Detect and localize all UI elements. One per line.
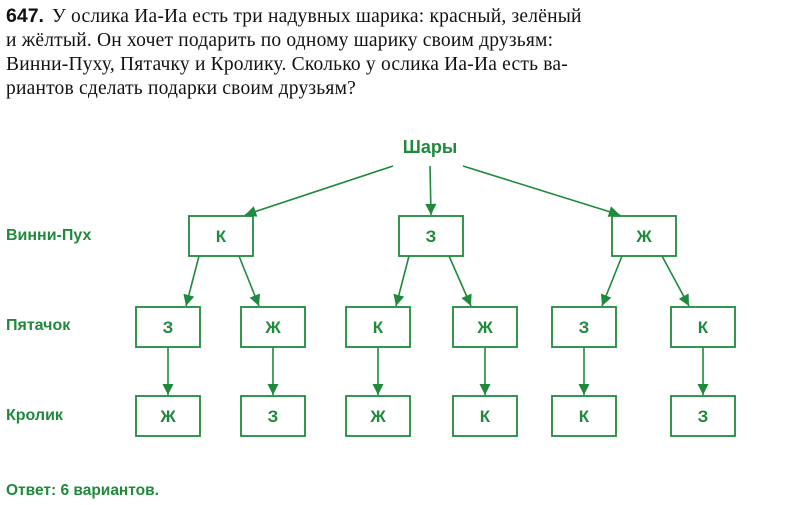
node-l2-2-label: Ж bbox=[264, 318, 281, 337]
node-l1-2-box bbox=[398, 215, 464, 257]
tree-edges bbox=[162, 165, 709, 395]
node-l3-4-box bbox=[452, 395, 518, 437]
node-l3-2-box bbox=[240, 395, 306, 437]
problem-line-3: Винни-Пуху, Пятачку и Кролику. Сколько у… bbox=[6, 54, 568, 75]
node-l3-2-label: З bbox=[268, 407, 279, 426]
edge-l1-3-to-l2-5 bbox=[600, 255, 623, 307]
node-l2-6-box bbox=[670, 306, 736, 348]
node-l2-1: З bbox=[135, 306, 201, 348]
level-label-3: Кролик bbox=[6, 407, 64, 424]
edge-l1-1-to-l2-1 bbox=[183, 255, 200, 307]
node-l2-3: К bbox=[345, 306, 411, 348]
node-l2-3-label: К bbox=[373, 318, 384, 337]
node-l1-3-box bbox=[611, 215, 677, 257]
node-l2-4-box bbox=[452, 306, 518, 348]
node-l3-5-label: К bbox=[579, 407, 590, 426]
node-l3-6: З bbox=[670, 395, 736, 437]
node-l3-1: Ж bbox=[135, 395, 201, 437]
node-l3-5: К bbox=[551, 395, 617, 437]
answer-text: Ответ: 6 вариантов. bbox=[6, 482, 159, 499]
node-l3-3: Ж bbox=[345, 395, 411, 437]
node-l1-2: З bbox=[398, 215, 464, 257]
node-l2-5: З bbox=[551, 306, 617, 348]
node-l1-1-label: К bbox=[216, 227, 227, 246]
level-label-2: Пятачок bbox=[6, 317, 71, 334]
node-l2-2-box bbox=[240, 306, 306, 348]
edge-root-to-l1-3 bbox=[462, 165, 621, 218]
node-l2-3-box bbox=[345, 306, 411, 348]
node-l3-1-box bbox=[135, 395, 201, 437]
node-l3-2: З bbox=[240, 395, 306, 437]
node-l3-4-label: К bbox=[480, 407, 491, 426]
node-l1-3-label: Ж bbox=[635, 227, 652, 246]
node-l3-3-label: Ж bbox=[369, 407, 386, 426]
node-l3-6-label: З bbox=[698, 407, 709, 426]
problem-text: 647.У ослика Иа-Иа есть три надувных шар… bbox=[6, 4, 792, 101]
problem-line-2: и жёлтый. Он хочет подарить по одному ша… bbox=[6, 30, 554, 51]
problem-line-4: риантов сделать подарки своим друзьям? bbox=[6, 78, 356, 99]
node-l3-1-label: Ж bbox=[159, 407, 176, 426]
edge-l1-2-to-l2-3 bbox=[393, 255, 410, 307]
edge-l1-3-to-l2-6 bbox=[661, 255, 690, 307]
problem-number: 647. bbox=[6, 5, 44, 27]
node-l1-1: К bbox=[188, 215, 254, 257]
node-l1-2-label: З bbox=[426, 227, 437, 246]
node-l2-1-label: З bbox=[163, 318, 174, 337]
node-l2-1-box bbox=[135, 306, 201, 348]
edge-l1-2-to-l2-4 bbox=[448, 255, 472, 307]
node-l2-4: Ж bbox=[452, 306, 518, 348]
node-l2-4-label: Ж bbox=[476, 318, 493, 337]
node-l3-3-box bbox=[345, 395, 411, 437]
node-l3-6-box bbox=[670, 395, 736, 437]
node-l1-1-box bbox=[188, 215, 254, 257]
node-l2-2: Ж bbox=[240, 306, 306, 348]
node-l3-4: К bbox=[452, 395, 518, 437]
node-l3-5-box bbox=[551, 395, 617, 437]
node-l2-6-label: К bbox=[698, 318, 709, 337]
root-label: Шары bbox=[403, 137, 457, 157]
node-l2-6: К bbox=[670, 306, 736, 348]
problem-line-1: 647.У ослика Иа-Иа есть три надувных шар… bbox=[6, 5, 582, 27]
edge-root-to-l1-1 bbox=[244, 165, 394, 217]
node-l2-5-box bbox=[551, 306, 617, 348]
node-l2-5-label: З bbox=[579, 318, 590, 337]
edge-root-to-l1-2 bbox=[425, 165, 437, 216]
edge-l1-1-to-l2-2 bbox=[238, 255, 261, 307]
node-l1-3: Ж bbox=[611, 215, 677, 257]
level-label-1: Винни-Пух bbox=[6, 227, 91, 244]
